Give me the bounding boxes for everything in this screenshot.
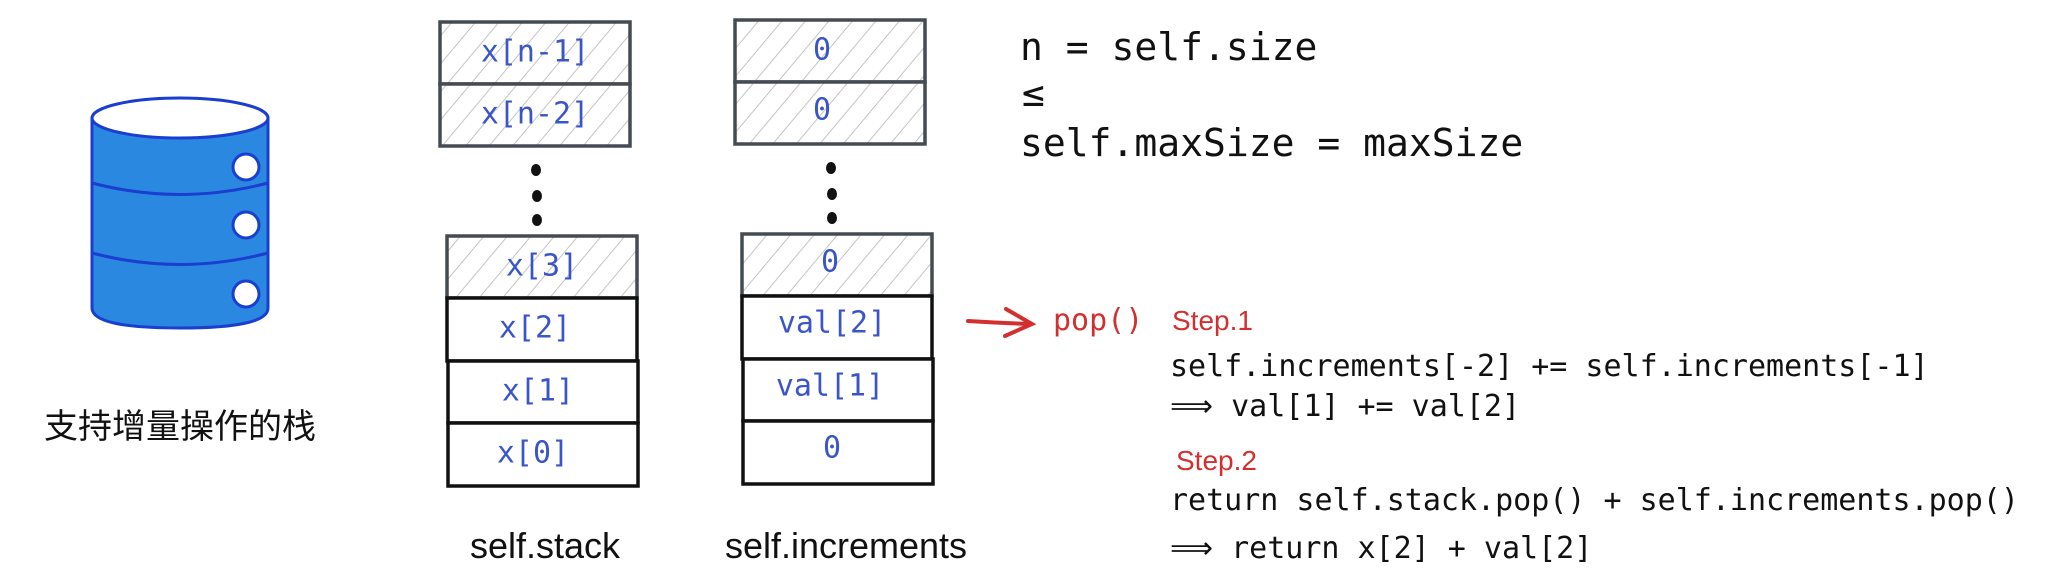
database-label: 支持增量操作的栈 [44, 407, 316, 447]
increments-cell-top-1-text: 0 [813, 33, 831, 68]
stack-caption: self.stack [470, 525, 621, 566]
increments-column: 0 0 0 val[2] val[1] 0 [733, 18, 935, 486]
stack-cell-0 [446, 421, 640, 488]
step2-label: Step.2 [1176, 445, 1257, 476]
relation-line-2: ≤ [1022, 71, 1045, 115]
stack-cell-top-1-text: x[n-1] [481, 35, 589, 70]
increments-cell-2-text: val[2] [778, 306, 886, 341]
step1-code-line-2: ⟹ val[1] += val[2] [1170, 389, 1520, 424]
stack-cell-top-2-text: x[n-2] [481, 97, 589, 132]
increments-cell-2 [740, 294, 934, 361]
increments-cell-1-text: val[1] [776, 369, 884, 404]
stack-cell-mid-text: x[3] [506, 249, 578, 284]
stack-column: x[n-1] x[n-2] x[3] x[2] x[1] x[0] [438, 20, 640, 488]
stack-ellipsis-icon [531, 164, 542, 226]
increments-cell-mid-text: 0 [821, 245, 839, 280]
increments-caption: self.increments [725, 525, 967, 566]
increments-cell-1 [741, 357, 935, 423]
increments-cell-top-2-text: 0 [813, 93, 831, 128]
increments-cell-top-2 [733, 80, 927, 146]
stack-cell-0-text: x[0] [497, 436, 569, 471]
stack-cell-2 [445, 296, 639, 363]
step2-code-line-1: return self.stack.pop() + self.increment… [1170, 483, 2019, 518]
step1-label: Step.1 [1172, 305, 1253, 336]
database-icon [90, 96, 270, 330]
stack-cell-top-1 [438, 20, 632, 86]
pop-arrow-icon [966, 307, 1037, 338]
stack-cell-2-text: x[2] [499, 311, 571, 346]
stack-cell-1-text: x[1] [502, 374, 574, 409]
pop-label: pop() [1053, 303, 1143, 338]
relation-line-1: n = self.size [1020, 25, 1317, 69]
stack-cell-top-2 [438, 82, 632, 148]
relation-line-3: self.maxSize = maxSize [1020, 121, 1523, 165]
increments-cell-0-text: 0 [823, 431, 841, 466]
increments-ellipsis-icon [826, 162, 837, 224]
step2-code-line-2: ⟹ return x[2] + val[2] [1170, 531, 1592, 566]
increments-cell-0 [741, 419, 935, 486]
step1-code-line-1: self.increments[-2] += self.increments[-… [1170, 349, 1929, 384]
